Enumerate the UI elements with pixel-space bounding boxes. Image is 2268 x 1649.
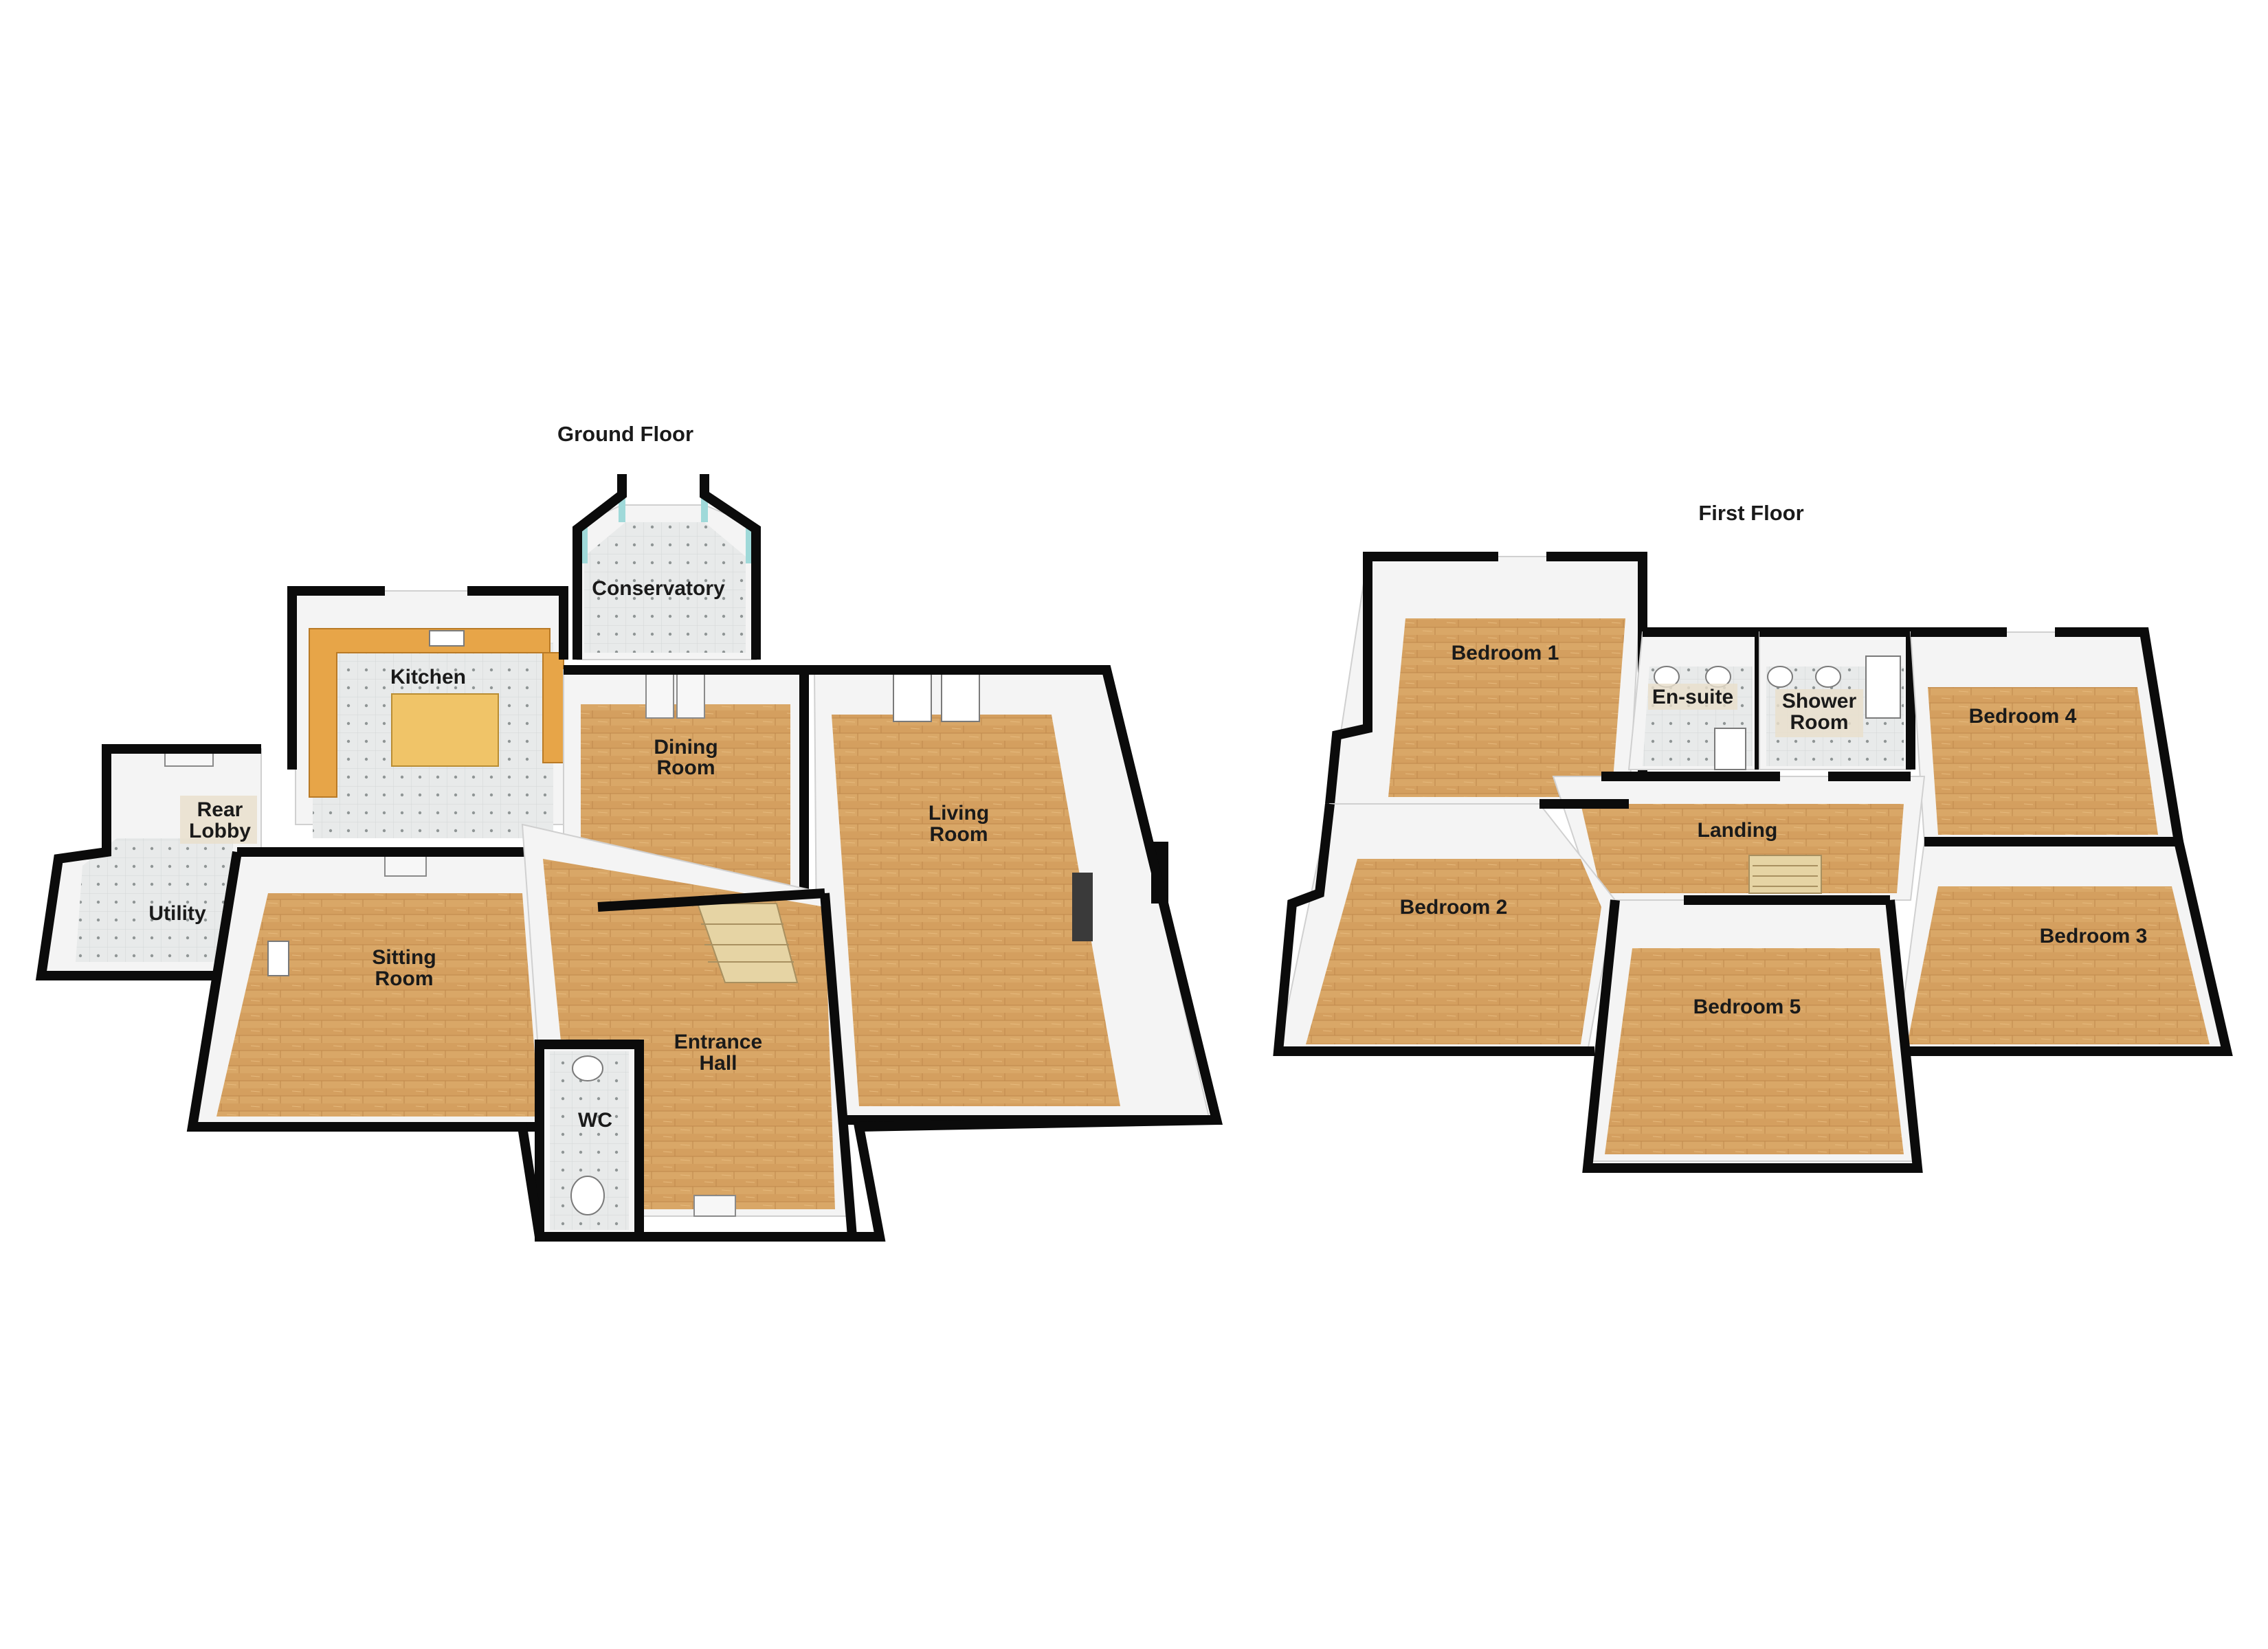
room-label-living: Living bbox=[929, 802, 989, 824]
first-floor bbox=[1273, 552, 2233, 1173]
room-label-kitchen: Kitchen bbox=[390, 666, 466, 688]
bedroom-3-area bbox=[1895, 837, 2233, 1056]
room-label-entrance: Entrance bbox=[674, 1031, 762, 1053]
room-label-dining: Dining bbox=[654, 736, 718, 759]
bedroom-5-area bbox=[1582, 895, 1923, 1173]
ground-floor-title: Ground Floor bbox=[557, 422, 693, 446]
sitting-room-area bbox=[186, 847, 555, 1132]
rear-lobby-label-bg bbox=[180, 796, 257, 844]
room-label-rear: Rear bbox=[197, 798, 243, 821]
landing-area bbox=[1552, 772, 1926, 901]
conservatory-area bbox=[572, 474, 761, 660]
en-suite-label-bg bbox=[1648, 684, 1737, 710]
room-label-entrance-hall: Hall bbox=[699, 1052, 737, 1075]
room-label-wc: WC bbox=[578, 1109, 612, 1132]
wc-area bbox=[535, 1040, 644, 1242]
room-label-bedroom-3: Bedroom 3 bbox=[2040, 925, 2148, 947]
room-label-bedroom-5: Bedroom 5 bbox=[1693, 996, 1801, 1018]
floor-titles: Ground Floor First Floor bbox=[557, 422, 1804, 525]
dining-room-area bbox=[563, 665, 809, 894]
room-label-bedroom-2: Bedroom 2 bbox=[1400, 896, 1508, 919]
room-label-shower: Shower bbox=[1782, 690, 1857, 713]
bedroom-4-area bbox=[1909, 627, 2183, 843]
ground-floor-outline bbox=[192, 665, 1223, 1242]
bedroom-1-area bbox=[1325, 552, 1647, 805]
room-label-rear-lobby: Lobby bbox=[189, 820, 251, 842]
room-label-utility: Utility bbox=[148, 902, 206, 925]
living-room-area bbox=[813, 665, 1223, 1125]
room-label-en-suite: En-suite bbox=[1652, 686, 1733, 708]
first-floor-title: First Floor bbox=[1698, 501, 1803, 525]
room-label-shower-room: Room bbox=[1790, 711, 1849, 734]
room-label-dining-room: Room bbox=[657, 756, 715, 779]
room-label-living-room: Room bbox=[930, 823, 988, 846]
ground-floor bbox=[35, 474, 1223, 1242]
shower-room-label-bg bbox=[1775, 689, 1863, 737]
room-labels: Conservatory Kitchen Dining Room Living … bbox=[148, 577, 2147, 1132]
room-label-bedroom-1: Bedroom 1 bbox=[1452, 642, 1559, 664]
room-label-landing: Landing bbox=[1698, 819, 1778, 842]
room-label-bedroom-4: Bedroom 4 bbox=[1969, 705, 2077, 728]
kitchen-area bbox=[287, 586, 568, 838]
room-label-sitting-room: Room bbox=[375, 967, 434, 990]
room-label-sitting: Sitting bbox=[372, 946, 436, 969]
bedroom-2-area bbox=[1273, 799, 1629, 1056]
room-label-conservatory: Conservatory bbox=[592, 577, 725, 600]
